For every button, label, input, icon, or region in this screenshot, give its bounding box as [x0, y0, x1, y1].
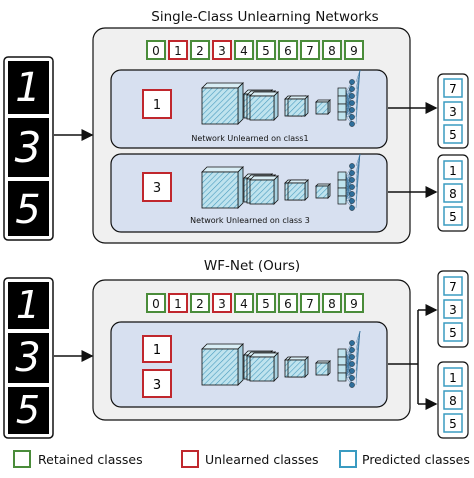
predicted-value: 7: [449, 280, 457, 294]
wfnet-unlearned-label-1: 1: [153, 343, 161, 358]
class-index-label: 9: [350, 297, 358, 311]
digit-image-5: [8, 181, 49, 236]
bottom-input-digits: 1 3 5: [3, 277, 54, 439]
retained-class-cell: [322, 40, 342, 60]
unlearned-box-3: [142, 172, 172, 202]
class-index-label: 7: [306, 297, 314, 311]
class-index-label: 6: [284, 44, 292, 58]
class-index-label: 0: [152, 44, 160, 58]
legend-predicted-swatch: [339, 450, 357, 468]
legend: Retained classes Unlearned classes Predi…: [13, 450, 470, 468]
predicted-value: 1: [449, 371, 457, 385]
wfnet-unlearned-box-3: [142, 369, 172, 398]
legend-unlearned-label: Unlearned classes: [205, 452, 319, 467]
cnn-layers-1: [201, 69, 361, 127]
retained-class-cell: [146, 40, 166, 60]
predicted-value: 5: [449, 417, 457, 431]
wfnet-unlearned-box-1: [142, 335, 172, 363]
input-digit-5: 5: [15, 187, 40, 233]
predicted-value: 5: [449, 326, 457, 340]
network-caption-1: Network Unlearned on class1: [191, 134, 308, 143]
unlearned-label-3: 3: [153, 181, 161, 196]
predicted-value: 5: [449, 128, 457, 142]
bottom-title: WF-Net (Ours): [204, 258, 300, 274]
predicted-value: 8: [449, 187, 457, 201]
class-index-label: 3: [218, 44, 226, 58]
unlearned-label-1: 1: [153, 98, 161, 113]
class-index-label: 2: [196, 44, 204, 58]
legend-unlearned-swatch: [181, 450, 199, 468]
digit-image-3: [8, 118, 49, 177]
retained-class-cell: [344, 40, 364, 60]
unlearned-box-1: [142, 89, 172, 119]
retained-class-cell: [278, 40, 298, 60]
input-digit-3: 3: [15, 123, 42, 172]
retained-class-cell: [300, 40, 320, 60]
class-index-label: 4: [240, 297, 248, 311]
top-title: Single-Class Unlearning Networks: [151, 9, 378, 25]
class-index-label: 6: [284, 297, 292, 311]
retained-class-cell: [190, 40, 210, 60]
class-index-label: 2: [196, 297, 204, 311]
top-predicted-output-2: 1 8 5: [437, 154, 469, 232]
cnn-layers-2: [201, 153, 361, 211]
digit-image-1: [8, 61, 49, 114]
retained-class-cell: [146, 293, 166, 313]
unlearned-class-cell: [212, 40, 232, 60]
input-digit-1: 1: [15, 65, 40, 111]
bottom-predicted-output-2: 1 8 5: [437, 361, 469, 439]
legend-retained-label: Retained classes: [38, 452, 143, 467]
class-index-label: 1: [174, 44, 182, 58]
bottom-output-arrows: [388, 304, 438, 410]
legend-retained-swatch: [13, 450, 31, 468]
legend-predicted-label: Predicted classes: [362, 452, 470, 467]
top-input-digits: 1 3 5: [3, 56, 54, 241]
predicted-value: 3: [449, 105, 457, 119]
retained-class-cell: [300, 293, 320, 313]
class-index-label: 8: [328, 44, 336, 58]
class-index-label: 1: [174, 297, 182, 311]
unlearned-class-cell: [212, 293, 232, 313]
retained-class-cell: [322, 293, 342, 313]
retained-class-cell: [234, 40, 254, 60]
predicted-value: 3: [449, 303, 457, 317]
retained-class-cell: [234, 293, 254, 313]
class-index-label: 9: [350, 44, 358, 58]
class-index-label: 4: [240, 44, 248, 58]
top-predicted-output-1: 7 3 5: [437, 73, 469, 149]
retained-class-cell: [278, 293, 298, 313]
unlearned-class-cell: [168, 293, 188, 313]
class-index-label: 3: [218, 297, 226, 311]
class-index-label: 5: [262, 297, 270, 311]
bottom-predicted-output-1: 7 3 5: [437, 270, 469, 348]
class-index-label: 5: [262, 44, 270, 58]
class-index-label: 0: [152, 297, 160, 311]
wfnet-cnn-layers: [201, 330, 361, 388]
retained-class-cell: [190, 293, 210, 313]
retained-class-cell: [344, 293, 364, 313]
input-digit-3: 3: [15, 335, 40, 381]
predicted-value: 8: [449, 394, 457, 408]
input-digit-1: 1: [16, 283, 40, 327]
class-index-label: 7: [306, 44, 314, 58]
retained-class-cell: [256, 40, 276, 60]
input-digit-5: 5: [16, 388, 40, 432]
predicted-value: 5: [449, 210, 457, 224]
retained-class-cell: [256, 293, 276, 313]
predicted-value: 7: [449, 82, 457, 96]
wfnet-unlearned-label-3: 3: [153, 378, 161, 393]
class-index-label: 8: [328, 297, 336, 311]
predicted-value: 1: [449, 164, 457, 178]
network-caption-2: Network Unlearned on class 3: [190, 216, 310, 225]
unlearned-class-cell: [168, 40, 188, 60]
